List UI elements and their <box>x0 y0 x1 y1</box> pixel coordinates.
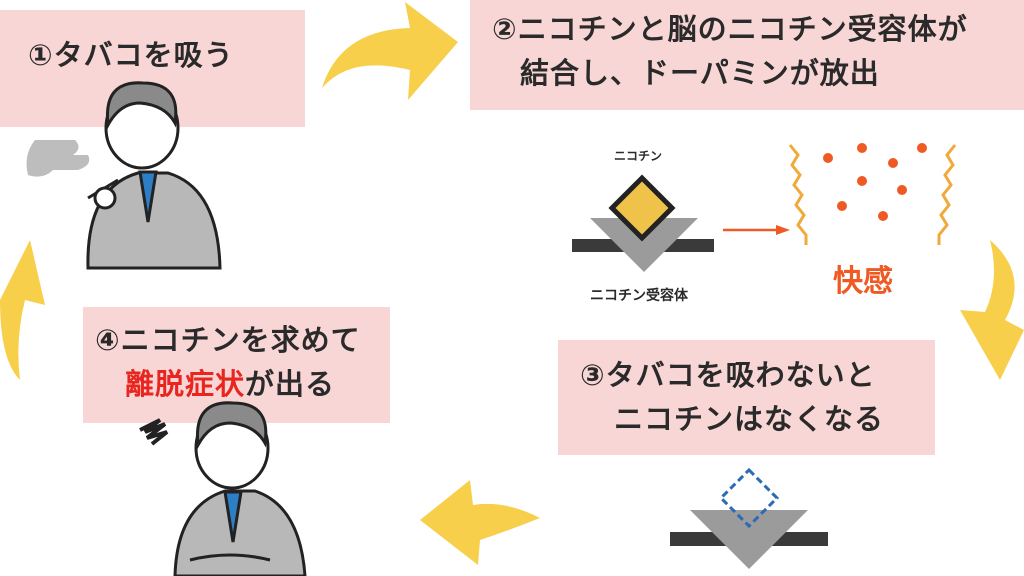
step4-line2: が出る <box>245 367 336 401</box>
step4-number: ④ <box>95 323 121 357</box>
wave-left-icon <box>788 144 808 245</box>
step1-text: タバコを吸う <box>53 38 234 72</box>
receptor-label: ニコチン受容体 <box>590 288 688 304</box>
pleasure-label: 快感 <box>833 264 893 299</box>
smoking-man-illustration <box>26 81 222 270</box>
step1-number: ① <box>28 38 54 72</box>
step2-box: ②ニコチンと脳のニコチン受容体が 結合し、ドーパミンが放出 <box>470 0 1024 110</box>
arrow-2-to-3-icon <box>960 240 1024 380</box>
step2-number: ② <box>492 12 518 46</box>
step2-line2: 結合し、ドーパミンが放出 <box>520 56 880 90</box>
step4-line1: ニコチンを求めて <box>120 323 361 357</box>
step3-line2: ニコチンはなくなる <box>614 402 885 436</box>
step3-box: ③タバコを吸わないと ニコチンはなくなる <box>558 340 935 455</box>
receptor-shape-empty <box>690 510 808 569</box>
nicotine-label: ニコチン <box>614 149 663 163</box>
withdrawal-symptoms: 離脱症状 <box>125 367 246 401</box>
wave-right-icon <box>937 144 957 245</box>
arrow-right-icon <box>776 225 790 235</box>
receptor-shape <box>590 218 698 272</box>
step3-number: ③ <box>580 358 606 392</box>
step2-line1: ニコチンと脳のニコチン受容体が <box>517 12 968 46</box>
arrow-4-to-1-icon <box>0 240 45 380</box>
arrow-1-to-2-icon <box>322 2 458 100</box>
anxious-man-illustration <box>139 401 307 576</box>
missing-nicotine-icon <box>718 467 780 529</box>
dopamine-dots <box>823 143 927 221</box>
nicotine-diamond-icon <box>608 174 676 242</box>
step3-line1: タバコを吸わないと <box>605 358 876 392</box>
arrow-3-to-4-icon <box>420 480 540 565</box>
